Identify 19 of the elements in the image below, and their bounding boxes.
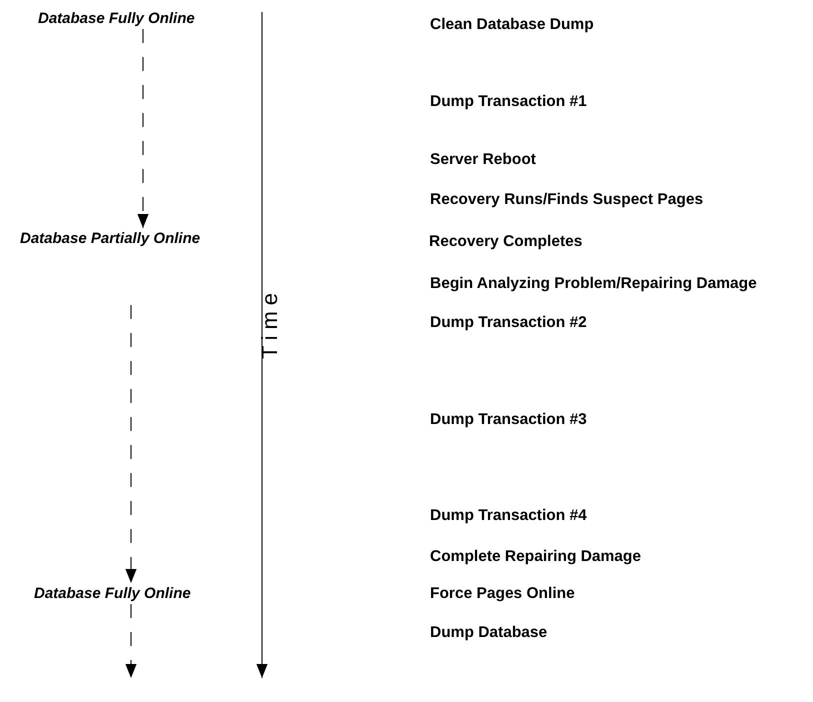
event-label: Recovery Runs/Finds Suspect Pages [430,191,704,209]
event-label: Dump Transaction #4 [430,507,587,525]
event-label: Dump Transaction #1 [430,93,587,111]
state-label: Database Fully Online [38,10,195,27]
event-label: Complete Repairing Damage [430,548,642,566]
event-label: Server Reboot [430,151,536,169]
dashed-arrow [125,604,137,678]
event-label: Dump Transaction #2 [430,314,587,332]
event-label: Clean Database Dump [430,16,594,34]
state-label: Database Partially Online [20,230,200,247]
event-label: Begin Analyzing Problem/Repairing Damage [430,275,757,293]
event-label: Dump Database [430,624,548,642]
dashed-arrow [125,304,137,584]
state-label: Database Fully Online [34,585,191,602]
event-label: Recovery Completes [429,233,582,251]
event-label: Force Pages Online [430,585,575,603]
axis-label: Time [257,286,283,360]
dashed-arrow [137,28,149,228]
event-label: Dump Transaction #3 [430,411,587,429]
